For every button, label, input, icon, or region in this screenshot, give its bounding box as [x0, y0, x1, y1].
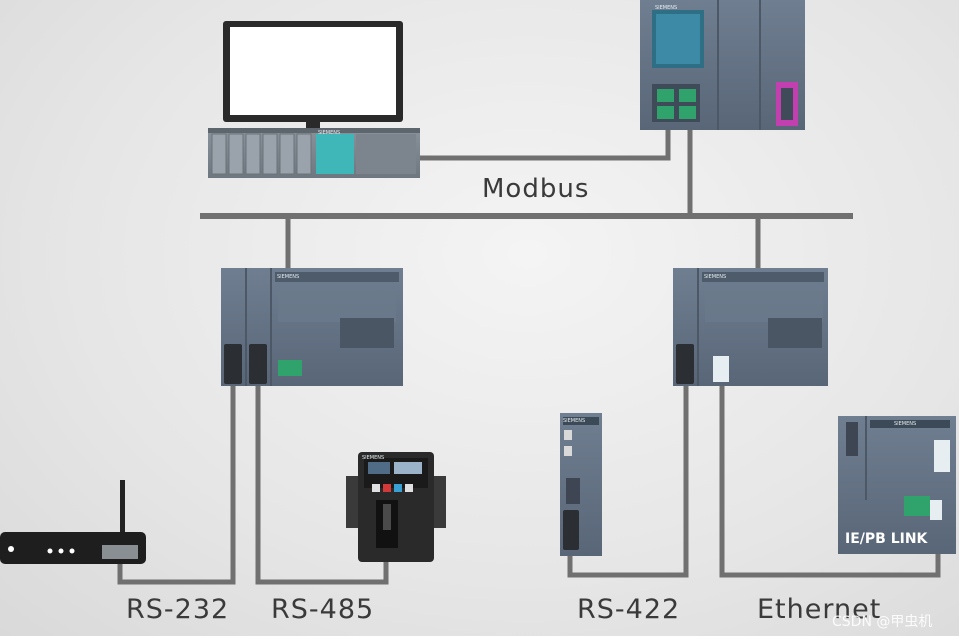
ie-pb-link-module: [838, 416, 956, 554]
modbus-label: Modbus: [482, 174, 590, 204]
rs232-label: RS-232: [126, 594, 230, 625]
hmi-to-cpu-cable: [417, 115, 671, 161]
brand-mark-drive: SIEMENS: [362, 455, 385, 461]
monitor: [223, 21, 403, 128]
rs422-module: [560, 413, 602, 556]
left-plc: [221, 268, 403, 386]
rs485-cable: [255, 377, 389, 585]
router: [0, 480, 146, 564]
brand-mark-top-cpu: SIEMENS: [655, 5, 678, 11]
brand-mark-left-plc: SIEMENS: [277, 274, 300, 280]
rs422-cable: [567, 377, 689, 578]
rs485-label: RS-485: [271, 594, 375, 625]
brand-mark-hmi: SIEMENS: [318, 130, 341, 136]
brand-mark-ie-pb-link: SIEMENS: [894, 421, 917, 427]
ethernet-label: Ethernet: [757, 594, 882, 625]
rs232-cable: [117, 377, 236, 585]
right-plc: [673, 268, 828, 386]
ie-pb-link-label: IE/PB LINK: [845, 531, 928, 547]
rs422-label: RS-422: [577, 594, 681, 625]
hmi-rack: [208, 128, 420, 178]
drive: [346, 452, 446, 562]
top-cpu: [640, 0, 805, 130]
watermark: CSDN @甲虫机: [832, 614, 933, 630]
brand-mark-rs422: SIEMENS: [563, 418, 586, 424]
brand-mark-right-plc: SIEMENS: [704, 274, 727, 280]
